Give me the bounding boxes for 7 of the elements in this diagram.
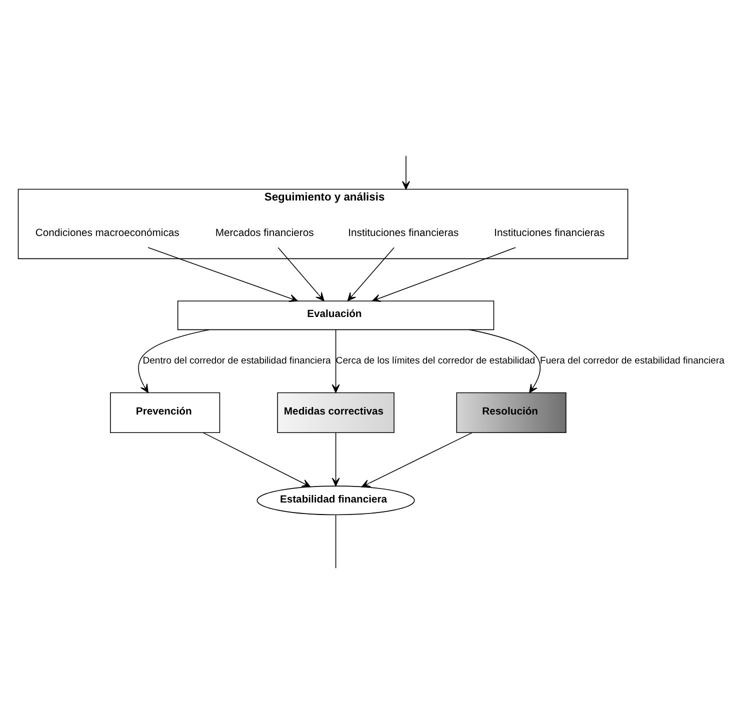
edge-label: Cerca de los límites del corredor de estabilidad	[336, 355, 536, 366]
node-text: Mercados financieros	[215, 227, 314, 238]
node-text: Instituciones financieras	[348, 227, 459, 238]
edge-label: Fuera del corredor de estabilidad financiera	[540, 355, 724, 366]
node-text: Instituciones financieras	[494, 227, 605, 238]
edge-label: Dentro del corredor de estabilidad financiera	[142, 355, 331, 366]
node-text: Condiciones macroeconómicas	[35, 227, 180, 238]
